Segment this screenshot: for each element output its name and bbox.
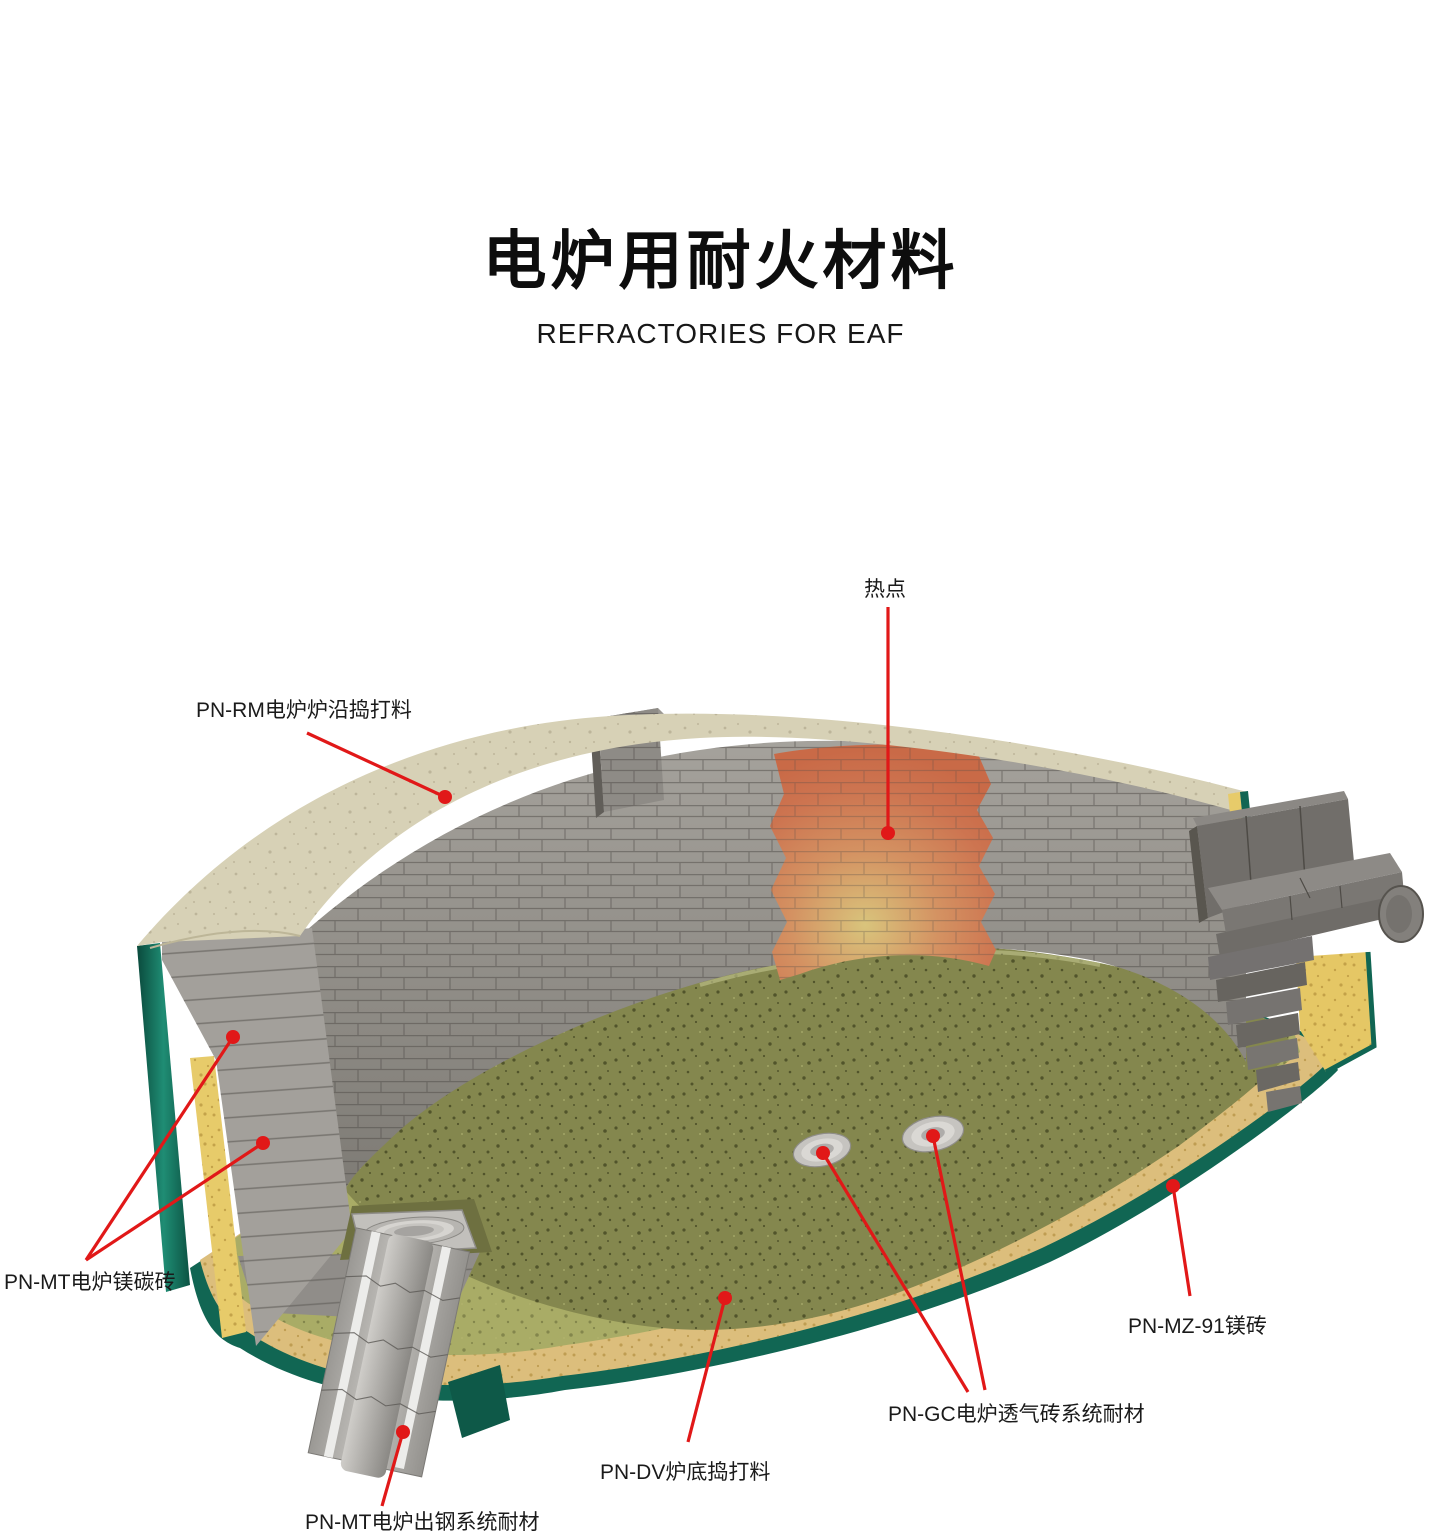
ebt-steps: [1208, 936, 1314, 1112]
cut-face-courses: [162, 928, 352, 1346]
label-rim-ramming: PN-RM电炉炉沿捣打料: [196, 699, 412, 722]
taphole-assembly: [307, 1199, 510, 1478]
leader-lines: [84, 607, 1192, 1507]
ebt-stack-row1: [1222, 872, 1404, 934]
wall-brick-pattern: [300, 740, 1246, 1190]
ebt-slab-edge: [1189, 826, 1208, 923]
label-mz91-brick: PN-MZ-91镁砖: [1128, 1315, 1267, 1338]
taphole-tube: [307, 1227, 471, 1478]
page-title: 电炉用耐火材料: [482, 225, 959, 297]
furnace-wall: [300, 708, 1246, 1190]
rim-edge-line: [149, 930, 301, 949]
shell-strip: [137, 943, 190, 1292]
label-hotspot: 热点: [864, 578, 906, 601]
rim-speckle: [137, 713, 1247, 946]
shell-fragment-right: [448, 1365, 510, 1438]
label-mgc-brick: PN-MT电炉镁碳砖: [4, 1271, 176, 1294]
page-subtitle: REFRACTORIES FOR EAF: [536, 318, 905, 349]
label-tapping-system: PN-MT电炉出钢系统耐材: [305, 1511, 540, 1534]
ebt-cylinder: [1378, 885, 1424, 943]
ebt-slab-top: [1193, 791, 1348, 826]
hotspot-patch: [770, 744, 996, 980]
header: 电炉用耐火材料 REFRACTORIES FOR EAF: [0, 210, 1441, 350]
ebt-shell-edge: [1324, 951, 1377, 1075]
label-gas-purging: PN-GC电炉透气砖系统耐材: [888, 1403, 1145, 1426]
ebt-assembly: [1189, 791, 1424, 1112]
ebt-stack-row2: [1216, 894, 1404, 957]
insulation-strip-speckle: [190, 1056, 246, 1338]
label-bottom-ramming: PN-DV炉底捣打料: [600, 1461, 771, 1484]
wall-cross-section: [137, 928, 352, 1346]
furnace-rim: [137, 713, 1247, 949]
ebt-stack-top: [1208, 853, 1402, 910]
